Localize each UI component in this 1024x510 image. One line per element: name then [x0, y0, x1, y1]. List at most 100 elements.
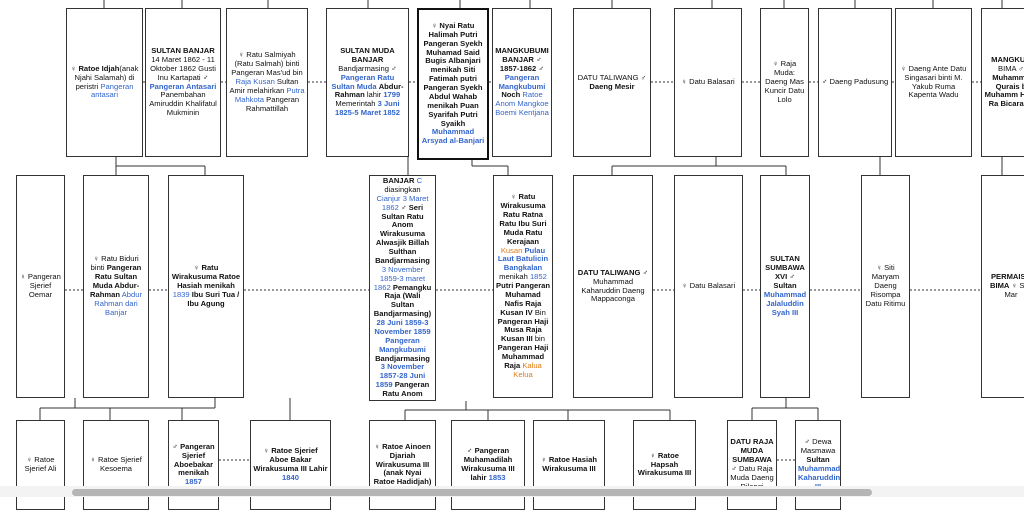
person-link[interactable]: 1853	[488, 472, 506, 482]
person-text: 1857-1862	[499, 63, 537, 73]
person-node[interactable]: ♀ Siti Maryam Daeng Risompa Datu Ritimu	[861, 175, 910, 398]
person-link[interactable]: Putra Mahkota	[234, 85, 305, 104]
person-text: ♀	[193, 263, 202, 273]
person-link[interactable]: Muhammad Arsyad al-Banjari	[421, 127, 485, 146]
person-label: ♀ Ratu Wirakusuma Ratoe Hasiah menikah 1…	[171, 263, 241, 308]
person-label: DATU RAJA MUDA SUMBAWA ♂ Datu Raja Muda …	[730, 437, 774, 491]
person-text: PERMAISU	[990, 272, 1024, 282]
person-text: Ibu Suri Tua / Ibu Agung	[187, 289, 240, 308]
person-link[interactable]: 3 November 1857-28 Juni 1859	[375, 362, 426, 390]
person-label: SULTAN BANJAR 14 Maret 1862 - 11 Oktober…	[148, 46, 218, 118]
person-label: SULTAN BANJAR C diasingkan Cianjur 3 Mar…	[372, 176, 433, 400]
person-text: Pangeran Ratu Anom	[382, 380, 430, 399]
person-label: DATU TALIWANG ♂ Muhammad Kaharuddin Daen…	[576, 267, 650, 305]
person-label: ♀ Ratoe Hasiah Wirakusuma III	[536, 455, 602, 474]
person-node[interactable]: ♀ Ratu Salmiyah (Ratu Salmah) binti Pang…	[226, 8, 308, 157]
person-text: Ratoe Sjerief Aboe Bakar Wirakusuma III …	[253, 446, 328, 473]
person-text: ♀ Pangeran Sjerief Oemar	[20, 272, 61, 299]
person-link[interactable]: Raja Kusan	[235, 77, 275, 87]
person-text: ♂ Daeng Padusung	[821, 77, 889, 87]
person-label: ♀ Pangeran Sjerief Oemar	[19, 272, 62, 300]
person-link[interactable]: 28 Juni 1859-3 November 1859 Pangeran Ma…	[374, 318, 431, 354]
person-text: ♂	[398, 202, 409, 212]
person-text: lahir	[364, 90, 384, 100]
person-text: ♀	[263, 446, 272, 456]
person-node[interactable]: ♀ Pangeran Sjerief Oemar	[16, 175, 65, 398]
person-link[interactable]: 1799	[383, 90, 401, 100]
person-link[interactable]: Pangeran Mangkubumi	[498, 72, 546, 91]
person-link[interactable]: Ratoe Anom Mangkoe Boemi Kentjana	[495, 90, 549, 118]
person-node[interactable]: ♂ Daeng Padusung	[818, 8, 892, 157]
person-node[interactable]: SULTAN MUDA BANJAR Bandjarmasing ♂ Pange…	[326, 8, 409, 157]
person-link[interactable]: 3 November 1859-3 maret 1862	[373, 264, 426, 292]
person-text: Putri Pangeran Muhamad Nafis Raja Kusan …	[496, 281, 551, 317]
person-text[interactable]: Kusan	[500, 245, 523, 255]
person-node[interactable]: ♀ Nyai Ratu Halimah Putri Pangeran Syekh…	[417, 8, 489, 160]
person-node[interactable]: DATU TALIWANG ♂ Muhammad Kaharuddin Daen…	[573, 175, 653, 398]
person-text: Pangeran Haji Musa Raja Kusan III	[497, 316, 549, 344]
person-text: ♂	[533, 54, 542, 64]
person-text: ♂	[391, 63, 397, 73]
person-text: ♀ Siti Maryam Daeng Risompa Datu Ritimu	[865, 263, 906, 308]
person-node[interactable]: SULTAN BANJAR 14 Maret 1862 - 11 Oktober…	[145, 8, 221, 157]
person-link[interactable]: Pangeran antasari	[90, 81, 134, 100]
person-link[interactable]: Pangeran Ratu Sultan Muda	[331, 72, 395, 91]
person-text: ♀ Ratu Salmiyah (Ratu Salmah) binti Pang…	[231, 50, 303, 78]
person-text: Ratoe Idjah	[78, 63, 120, 73]
person-node[interactable]: PERMAISU BIMA ♀ Sitti Mar	[981, 175, 1024, 398]
person-node[interactable]: MANGKUBUMI BANJAR ♂ 1857-1862 ♂ Pangeran…	[492, 8, 552, 157]
person-text: Ratoe Hapsah Wirakusuma III	[637, 450, 692, 478]
person-text: ♀ Ratoe Sjerief Kesoema	[90, 455, 142, 473]
person-text: SULTAN BANJAR	[151, 46, 215, 55]
person-node[interactable]: ♀ Ratoe Idjah(anak Njahi Salamah) di per…	[66, 8, 143, 157]
person-link[interactable]: Muhammad Jalaluddin Syah III	[763, 289, 807, 317]
person-text: SULTAN BANJAR	[382, 176, 417, 186]
person-node[interactable]: ♀ Daeng Ante Datu Singasari binti M. Yak…	[895, 8, 972, 157]
person-label: ♂ Pangeran Sjerief Aboebakar menikah 185…	[171, 442, 216, 487]
horizontal-scrollbar-thumb[interactable]	[72, 489, 872, 496]
person-node[interactable]: SULTAN SUMBAWA XVI ♂ Sultan Muhammad Jal…	[760, 175, 810, 398]
person-text: DATU RAJA MUDA SUMBAWA	[730, 437, 774, 465]
person-node[interactable]: ♀ Datu Balasari	[674, 8, 742, 157]
person-link[interactable]: 1857	[185, 477, 202, 487]
person-node[interactable]: SULTAN BANJAR C diasingkan Cianjur 3 Mar…	[369, 175, 436, 401]
person-link[interactable]: C	[416, 176, 423, 186]
person-text: Seri Sultan Ratu Anom Wirakusuma Alwasji…	[375, 202, 430, 265]
person-text: XVI	[774, 272, 788, 282]
person-text: Sultan Amir melahirkan	[229, 77, 299, 95]
person-text: ♀	[510, 192, 519, 202]
person-node[interactable]: ♀ Ratu Wirakusuma Ratoe Hasiah menikah 1…	[168, 175, 244, 398]
person-text[interactable]: Kalua Kelua	[513, 360, 542, 379]
person-node[interactable]: ♀ Raja Muda: Daeng Mas Kuncir Datu Lolo	[760, 8, 809, 157]
person-text: ♂ Muhammad Kaharuddin Daeng Mappaconga	[581, 267, 649, 304]
person-text: Ratoe Hasiah Wirakusuma III	[542, 455, 597, 473]
person-node[interactable]: DATU TALIWANG ♂ Daeng Mesir	[573, 8, 651, 157]
person-link[interactable]: 3 Juni 1825-5 Maret 1852	[334, 99, 400, 118]
person-link[interactable]: Pulau Laut Batulicin Bangkalan	[497, 245, 549, 273]
person-node[interactable]: ♀ Datu Balasari	[674, 175, 743, 398]
person-node[interactable]: ♀ Ratu Wirakusuma Ratu Ratna Ratu Ibu Su…	[493, 175, 553, 398]
person-label: ♀ Ratoe Ainoen Djariah Wirakusuma III (a…	[372, 442, 433, 487]
person-link[interactable]: Abdur Rahman dari Banjar	[94, 289, 142, 317]
person-text: SULTAN SUMBAWA	[765, 254, 805, 273]
person-label: ♀ Ratoe Sjerief Ali	[19, 455, 62, 474]
person-text: ♀	[541, 455, 549, 465]
person-text: ♀ Datu Balasari	[681, 281, 736, 291]
person-link[interactable]: 1841-1857	[384, 398, 420, 400]
person-label: ♀ Siti Maryam Daeng Risompa Datu Ritimu	[864, 263, 907, 308]
person-text: Ratu Wirakusuma Ratoe Hasiah menikah	[171, 263, 241, 291]
person-label: DATU TALIWANG ♂ Daeng Mesir	[576, 73, 648, 92]
person-link[interactable]: 1852	[529, 272, 547, 282]
person-label: ♀ Datu Balasari	[677, 77, 739, 87]
person-node[interactable]: MANGKUB BIMA ♂ Muhamma Qurais b Muhamm H…	[981, 8, 1024, 157]
person-text: ♂	[466, 446, 475, 456]
person-link[interactable]: 1839	[172, 289, 190, 299]
person-node[interactable]: ♀ Ratu Biduri binti Pangeran Ratu Sultan…	[83, 175, 149, 398]
person-text: Noch	[501, 90, 521, 100]
person-link[interactable]: 1840	[282, 472, 299, 482]
person-link[interactable]: Cianjur 3 Maret 1862	[376, 193, 429, 212]
person-text: BIMA	[998, 63, 1019, 73]
person-label: PERMAISU BIMA ♀ Sitti Mar	[984, 272, 1024, 300]
person-text: menikah	[499, 272, 530, 282]
person-link[interactable]: Pangeran Antasari	[149, 81, 217, 91]
